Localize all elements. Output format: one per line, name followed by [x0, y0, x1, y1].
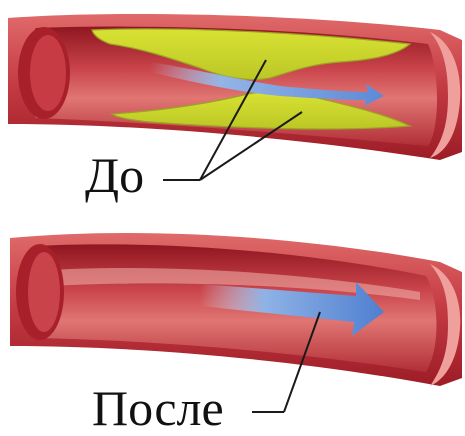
artery-before: [8, 14, 462, 160]
label-after: После: [92, 383, 224, 433]
artery-after: [10, 233, 462, 386]
label-before: До: [85, 150, 144, 200]
